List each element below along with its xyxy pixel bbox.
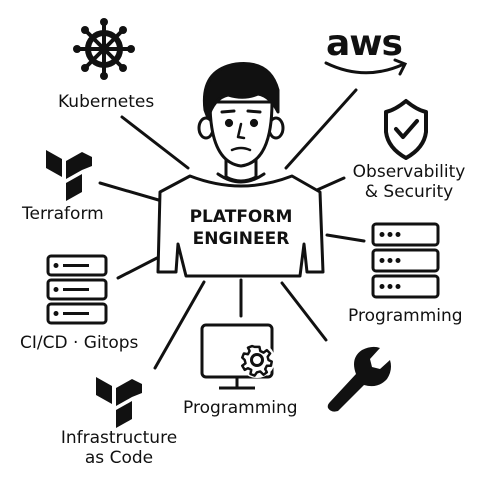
connector-observability <box>315 176 346 192</box>
engineer-right-brow <box>246 109 262 114</box>
engineer-nose <box>236 122 246 140</box>
connector-iac <box>153 280 206 370</box>
label-programming-bottom: Programming <box>183 398 298 418</box>
label-iac-line1: Infrastructure <box>60 428 178 448</box>
connector-terraform <box>98 181 164 203</box>
label-kubernetes: Kubernetes <box>58 92 155 112</box>
engineer-tshirt <box>156 174 325 278</box>
terraform-icon <box>96 377 142 428</box>
platform-title-line2: ENGINEER <box>192 229 290 249</box>
kubernetes-icon <box>73 18 135 80</box>
terraform-icon <box>46 150 92 201</box>
engineer-face <box>208 100 274 168</box>
platform-title-line1: PLATFORM <box>189 207 293 227</box>
connector-wrench <box>280 281 328 342</box>
connector-aws <box>284 88 358 170</box>
engineer-right-eye <box>249 118 259 128</box>
label-terraform: Terraform <box>22 204 104 224</box>
engineer-hair <box>202 62 280 120</box>
connector-kubernetes <box>120 115 190 170</box>
label-observability-line1: Observability <box>352 162 466 182</box>
label-observability-security: Observability & Security <box>350 162 468 202</box>
label-iac-line2: as Code <box>84 448 154 468</box>
connector-programming-right <box>325 233 366 243</box>
server-stack-icon <box>371 222 440 299</box>
connector-cicd <box>116 256 159 280</box>
engineer-left-brow <box>220 109 236 114</box>
platform-engineer-title: PLATFORM ENGINEER <box>176 206 306 250</box>
engineer-figure <box>156 62 325 278</box>
connector-lines <box>98 88 366 370</box>
engineer-left-eye <box>224 118 234 128</box>
label-observability-line2: & Security <box>364 182 454 202</box>
wrench-icon <box>327 346 391 412</box>
server-stack-icon <box>46 254 108 325</box>
aws-logo-text: aws <box>326 23 403 64</box>
monitor-gear-icon <box>200 323 275 390</box>
label-cicd-gitops: CI/CD · Gitops <box>20 333 139 353</box>
label-infrastructure-as-code: Infrastructure as Code <box>56 428 182 468</box>
engineer-mouth <box>230 146 252 152</box>
aws-logo <box>324 58 408 76</box>
shield-check-icon <box>384 99 428 160</box>
label-programming-right: Programming <box>348 306 463 326</box>
